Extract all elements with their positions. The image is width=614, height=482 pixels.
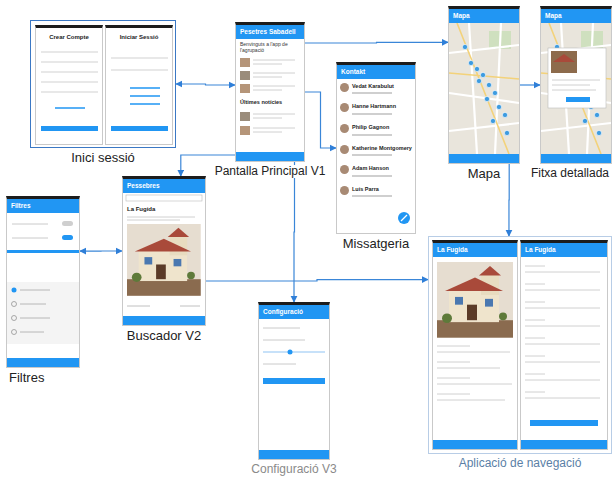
screen-caption: Mapa bbox=[466, 167, 503, 181]
card-title: La Fugida bbox=[123, 204, 205, 215]
app-screen: ConfiguracióConfiguració V3 bbox=[258, 302, 330, 460]
app-screen: Crear Compte bbox=[35, 25, 103, 145]
header-title: Mapa bbox=[541, 9, 611, 23]
contact-name: Philip Gagnon bbox=[337, 120, 415, 141]
header-title: Pesetres Sabadell bbox=[236, 25, 304, 39]
flow-arrow bbox=[176, 84, 235, 85]
connectors bbox=[80, 42, 540, 302]
contact-name: Katherine Montgomery bbox=[337, 141, 415, 162]
screen-caption: Buscador V2 bbox=[125, 329, 203, 343]
radio-button bbox=[12, 302, 17, 307]
detail-field bbox=[525, 266, 600, 398]
toggle-switch bbox=[62, 235, 73, 240]
card-line bbox=[127, 217, 195, 220]
screen-caption: Inici sessió bbox=[69, 151, 137, 165]
flow-arrow bbox=[206, 280, 428, 281]
map-pins bbox=[462, 44, 509, 135]
contact-name: Vedat Karabulut bbox=[337, 79, 415, 100]
popup-roof bbox=[553, 54, 575, 62]
flow-arrow bbox=[508, 164, 509, 236]
app-screen: La Fugida bbox=[520, 240, 608, 450]
screen-caption: Pantalla Principal V1 bbox=[213, 165, 328, 178]
form-button bbox=[41, 126, 98, 131]
radio-button bbox=[12, 288, 17, 293]
contact-name: Adam Hanson bbox=[337, 161, 415, 182]
app-screen: KontaktVedat KarabulutHanne HartmannPhil… bbox=[336, 62, 416, 234]
popup-picture bbox=[551, 51, 577, 73]
form-link bbox=[55, 107, 85, 109]
search-bar bbox=[126, 195, 202, 201]
compose-button bbox=[398, 212, 410, 224]
nativity-picture bbox=[127, 224, 201, 296]
contact-name: Hanne Hartmann bbox=[337, 99, 415, 120]
screen-caption: Configuració V3 bbox=[249, 463, 338, 476]
app-screen: PessebresLa FugidaBuscador V2 bbox=[122, 176, 206, 326]
app-screen: FiltresFiltres bbox=[6, 196, 80, 368]
screen-caption: Filtres bbox=[7, 371, 46, 385]
screen-caption: Aplicació de navegació bbox=[457, 457, 584, 470]
screen-caption: Missatgeria bbox=[341, 237, 411, 251]
list-thumbnail bbox=[240, 58, 250, 67]
screen-title: Crear Compte bbox=[36, 28, 102, 41]
form-field bbox=[41, 52, 98, 92]
header-title: La Fugida bbox=[433, 243, 517, 257]
body-text: Benvinguts a l'app de l'agrupació bbox=[236, 39, 304, 55]
form-button bbox=[111, 126, 168, 131]
nativity-picture bbox=[437, 262, 513, 338]
app-screen: Pesetres SabadellBenvinguts a l'app de l… bbox=[235, 22, 305, 162]
flow-arrow bbox=[80, 250, 122, 251]
screen-title: Iniciar Sessió bbox=[106, 28, 172, 41]
filter-line bbox=[20, 290, 50, 332]
screen-group: La FugidaLa FugidaAplicació de navegació bbox=[428, 236, 612, 454]
setting-line bbox=[263, 328, 305, 364]
app-screen: MapaFitxa detallada bbox=[540, 6, 612, 164]
save-button bbox=[263, 378, 325, 384]
contact-name: Luis Parra bbox=[337, 182, 415, 203]
header-title: La Fugida bbox=[521, 243, 607, 257]
setting-slider bbox=[263, 351, 325, 352]
map-popup bbox=[548, 48, 606, 108]
detail-line bbox=[437, 346, 512, 400]
flow-arrow bbox=[293, 162, 295, 302]
popup-line bbox=[552, 80, 600, 90]
header-title: Pessebres bbox=[123, 179, 205, 193]
header-title: Filtres bbox=[7, 199, 79, 213]
radio-button bbox=[12, 330, 17, 335]
list-thumbnail bbox=[240, 112, 250, 121]
form-field bbox=[111, 58, 168, 70]
filter-line bbox=[12, 224, 48, 238]
app-screen: Iniciar Sessió bbox=[105, 25, 173, 145]
popup-button bbox=[566, 97, 590, 102]
route-button bbox=[530, 420, 598, 426]
screen-group: Crear CompteIniciar SessióInici sessió bbox=[30, 20, 176, 148]
header-title: Kontakt bbox=[337, 65, 415, 79]
header-title: Configuració bbox=[259, 305, 329, 319]
section-title: Últimes notícies bbox=[236, 97, 304, 108]
compose-icon bbox=[401, 215, 407, 221]
map-picture bbox=[541, 23, 611, 154]
filter-list bbox=[7, 282, 79, 344]
screen-caption: Fitxa detallada bbox=[529, 167, 611, 180]
list-line bbox=[253, 60, 295, 132]
app-screen: MapaMapa bbox=[448, 6, 520, 164]
radio-button bbox=[12, 316, 17, 321]
slider-knob bbox=[288, 350, 293, 355]
flow-arrow bbox=[305, 42, 448, 44]
list-thumbnail bbox=[240, 126, 250, 135]
header-title: Mapa bbox=[449, 9, 519, 23]
app-screen: La Fugida bbox=[432, 240, 518, 450]
flow-arrow bbox=[520, 84, 540, 85]
filter-slider bbox=[7, 250, 79, 253]
toggle-switch bbox=[62, 221, 73, 226]
form-link bbox=[130, 88, 160, 104]
list-thumbnail bbox=[240, 84, 250, 93]
map-picture bbox=[449, 23, 519, 154]
card-line bbox=[127, 306, 200, 307]
list-thumbnail bbox=[240, 71, 250, 80]
flow-arrow bbox=[305, 92, 336, 148]
